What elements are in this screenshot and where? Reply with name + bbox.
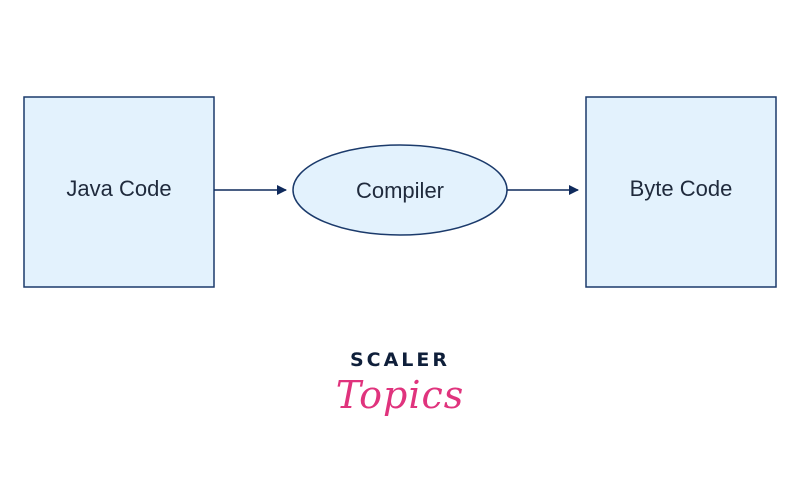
node-java-code: Java Code xyxy=(23,96,215,288)
logo-topics-text: Topics xyxy=(335,373,465,417)
byte-code-label: Byte Code xyxy=(630,176,733,201)
node-byte-code: Byte Code xyxy=(585,96,777,288)
scaler-topics-logo: SCALER Topics xyxy=(330,345,470,445)
logo-scaler-text: SCALER xyxy=(349,349,451,371)
byte-code-box xyxy=(585,96,777,288)
java-code-box xyxy=(23,96,215,288)
compiler-label: Compiler xyxy=(356,178,444,203)
java-code-label: Java Code xyxy=(66,176,171,201)
node-compiler: Compiler xyxy=(292,144,508,236)
